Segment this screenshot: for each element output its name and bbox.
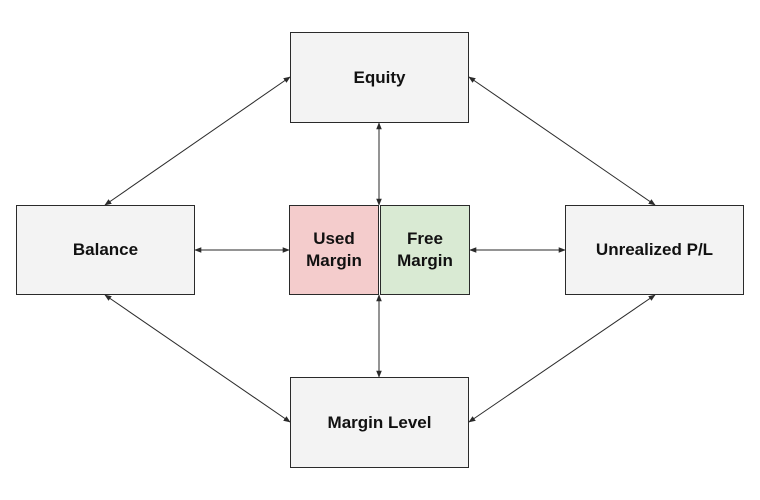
connector-balance-to-margin-level [104, 294, 291, 423]
margin-level-box: Margin Level [290, 377, 469, 468]
margin-level-label: Margin Level [327, 412, 432, 432]
balance-box: Balance [16, 205, 195, 295]
balance-label: Balance [72, 240, 139, 259]
free-margin-box: Free Margin [380, 205, 470, 295]
unrealized-pl-box: Unrealized P/L [565, 205, 744, 295]
connector-unrealized-to-margin-level [468, 294, 656, 423]
equity-box: Equity [290, 32, 469, 123]
connector-equity-to-unrealized [468, 76, 656, 206]
connector-equity-to-balance [104, 76, 291, 206]
unrealized-pl-label: Unrealized P/L [595, 240, 714, 259]
free-margin-label: Free Margin [397, 229, 453, 270]
used-margin-box: Used Margin [289, 205, 379, 295]
used-margin-label: Used Margin [306, 229, 362, 270]
equity-label: Equity [353, 67, 406, 87]
